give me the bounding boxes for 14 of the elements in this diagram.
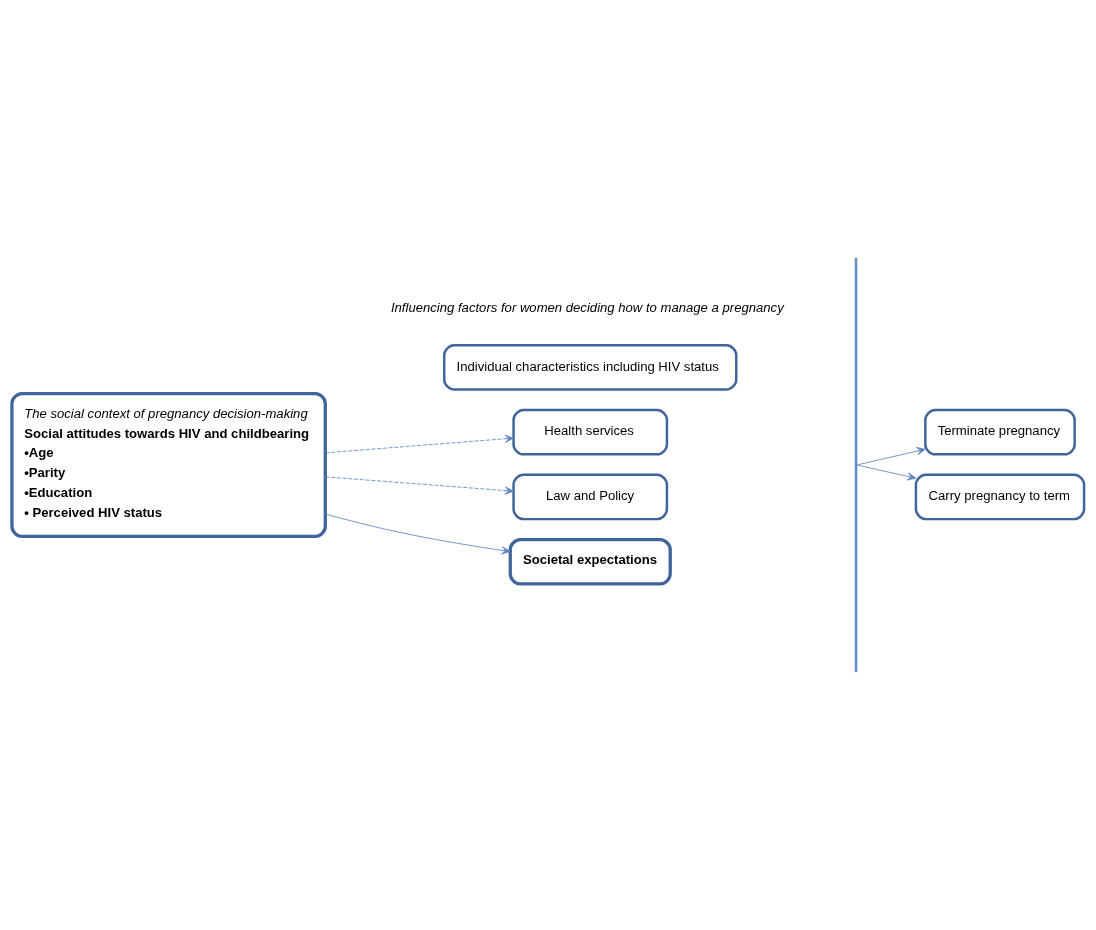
node-box: Terminate pregnancy (924, 408, 1076, 456)
arrow (325, 513, 511, 555)
node-box: The social context of pregnancy decision-making Social attitudes towards HIV and childbearing •Age •Parity •Education • Perceived HIV status (10, 392, 327, 538)
arrow (856, 464, 917, 481)
arrow (856, 447, 926, 466)
node-box: Individual characteristics including HIV status (443, 344, 738, 391)
label: Influencing factors for women deciding how to manage a pregnancy (390, 300, 784, 316)
node-box: Law and Policy (512, 473, 669, 521)
arrow (325, 434, 514, 454)
node-bracket (854, 257, 858, 673)
node-box: Health services (512, 408, 669, 456)
node-box: Societal expectations (508, 538, 672, 586)
node-box: Carry pregnancy to term (914, 473, 1086, 521)
arrow (325, 476, 514, 495)
